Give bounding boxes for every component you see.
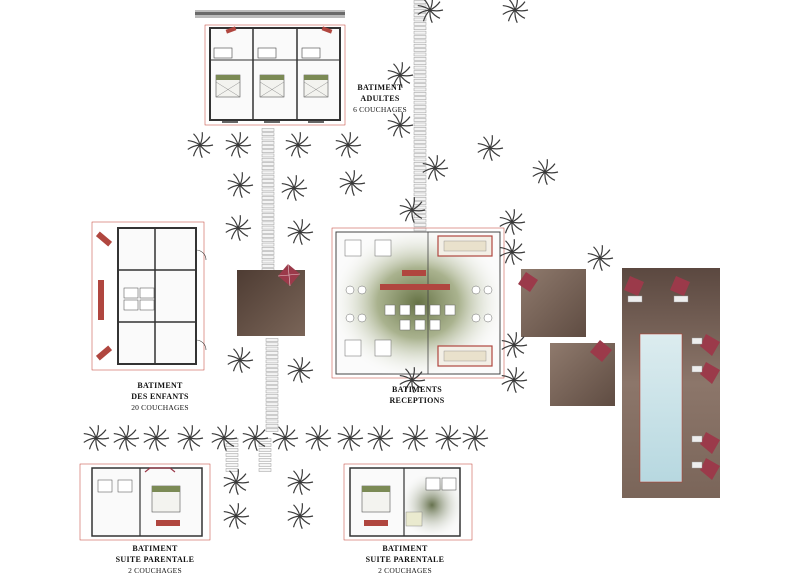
pool-area <box>622 268 720 498</box>
palm-tree-icon <box>225 215 252 242</box>
palm-tree-icon <box>417 0 444 24</box>
parasol-icon <box>277 263 301 287</box>
palm-tree-icon <box>287 357 314 384</box>
label-batiment-enfants: BATIMENT DES ENFANTS 20 COUCHAGES <box>110 380 210 413</box>
palm-tree-icon <box>335 132 362 159</box>
palm-tree-icon <box>499 209 526 236</box>
palm-tree-icon <box>305 425 332 452</box>
palm-tree-icon <box>143 425 170 452</box>
palm-tree-icon <box>399 197 426 224</box>
label-capacity: 6 COUCHAGES <box>353 105 407 114</box>
label-line: BATIMENT <box>132 544 178 553</box>
parasol-icon <box>624 276 720 480</box>
label-capacity: 2 COUCHAGES <box>378 566 432 575</box>
label-batiments-receptions: BATIMENTS RECEPTIONS <box>362 384 472 406</box>
building-suite-right <box>343 463 473 541</box>
label-suite-parentale-left: BATIMENT SUITE PARENTALE 2 COUCHAGES <box>100 543 210 576</box>
parasol-icon <box>590 340 612 362</box>
palm-tree-icon <box>223 469 250 496</box>
palm-tree-icon <box>177 425 204 452</box>
terrace-left <box>237 263 305 336</box>
palm-tree-icon <box>402 425 429 452</box>
palm-tree-icon <box>227 172 254 199</box>
label-line: SUITE PARENTALE <box>365 555 445 564</box>
label-line: BATIMENT <box>357 83 403 92</box>
palm-tree-icon <box>587 245 614 272</box>
palm-tree-icon <box>501 367 528 394</box>
label-capacity: 20 COUCHAGES <box>131 403 189 412</box>
palm-tree-icon <box>281 175 308 202</box>
label-line: BATIMENTS <box>391 385 443 394</box>
palm-tree-icon <box>499 239 526 266</box>
palm-tree-icon <box>387 112 414 139</box>
palm-tree-icon <box>242 425 269 452</box>
palm-tree-icon <box>435 425 462 452</box>
label-suite-parentale-right: BATIMENT SUITE PARENTALE 2 COUCHAGES <box>350 543 460 576</box>
palm-tree-icon <box>272 425 299 452</box>
hedge <box>195 10 345 18</box>
label-line: ADULTES <box>360 94 400 103</box>
palm-tree-icon <box>287 503 314 530</box>
palm-tree-icon <box>462 425 489 452</box>
palm-tree-icon <box>501 332 528 359</box>
label-capacity: 2 COUCHAGES <box>128 566 182 575</box>
bed-icon <box>215 74 241 98</box>
palm-tree-icon <box>532 159 559 186</box>
sofa-icon <box>437 235 493 257</box>
label-line: RECEPTIONS <box>389 396 445 405</box>
building-enfants <box>91 221 207 371</box>
bed-icon <box>361 485 391 513</box>
palm-tree-icon <box>287 469 314 496</box>
palm-tree-icon <box>502 0 529 24</box>
palm-trees <box>83 0 614 530</box>
label-line: BATIMENT <box>382 544 428 553</box>
palm-tree-icon <box>225 132 252 159</box>
palm-tree-icon <box>422 155 449 182</box>
bed-icon <box>303 74 329 98</box>
palm-tree-icon <box>337 425 364 452</box>
terrace-right <box>518 269 615 406</box>
palm-tree-icon <box>83 425 110 452</box>
label-line: DES ENFANTS <box>131 392 189 401</box>
sofa-icon <box>437 345 493 367</box>
building-adultes <box>195 10 346 126</box>
palm-tree-icon <box>223 503 250 530</box>
palm-tree-icon <box>287 219 314 246</box>
palm-tree-icon <box>367 425 394 452</box>
palm-tree-icon <box>187 132 214 159</box>
label-line: BATIMENT <box>137 381 183 390</box>
palm-tree-icon <box>285 132 312 159</box>
palm-tree-icon <box>113 425 140 452</box>
palm-tree-icon <box>387 62 414 89</box>
palm-tree-icon <box>477 135 504 162</box>
building-receptions <box>331 227 505 379</box>
parasol-icon <box>518 272 538 292</box>
table-set-icon <box>344 239 493 357</box>
label-batiment-adultes: BATIMENT ADULTES 6 COUCHAGES <box>345 82 415 115</box>
palm-tree-icon <box>339 170 366 197</box>
bed-icon <box>259 74 285 98</box>
building-suite-left <box>79 463 211 541</box>
bed-icon <box>151 485 181 513</box>
palm-tree-icon <box>227 347 254 374</box>
palm-tree-icon <box>211 425 238 452</box>
label-line: SUITE PARENTALE <box>115 555 195 564</box>
palm-tree-icon <box>399 367 426 394</box>
